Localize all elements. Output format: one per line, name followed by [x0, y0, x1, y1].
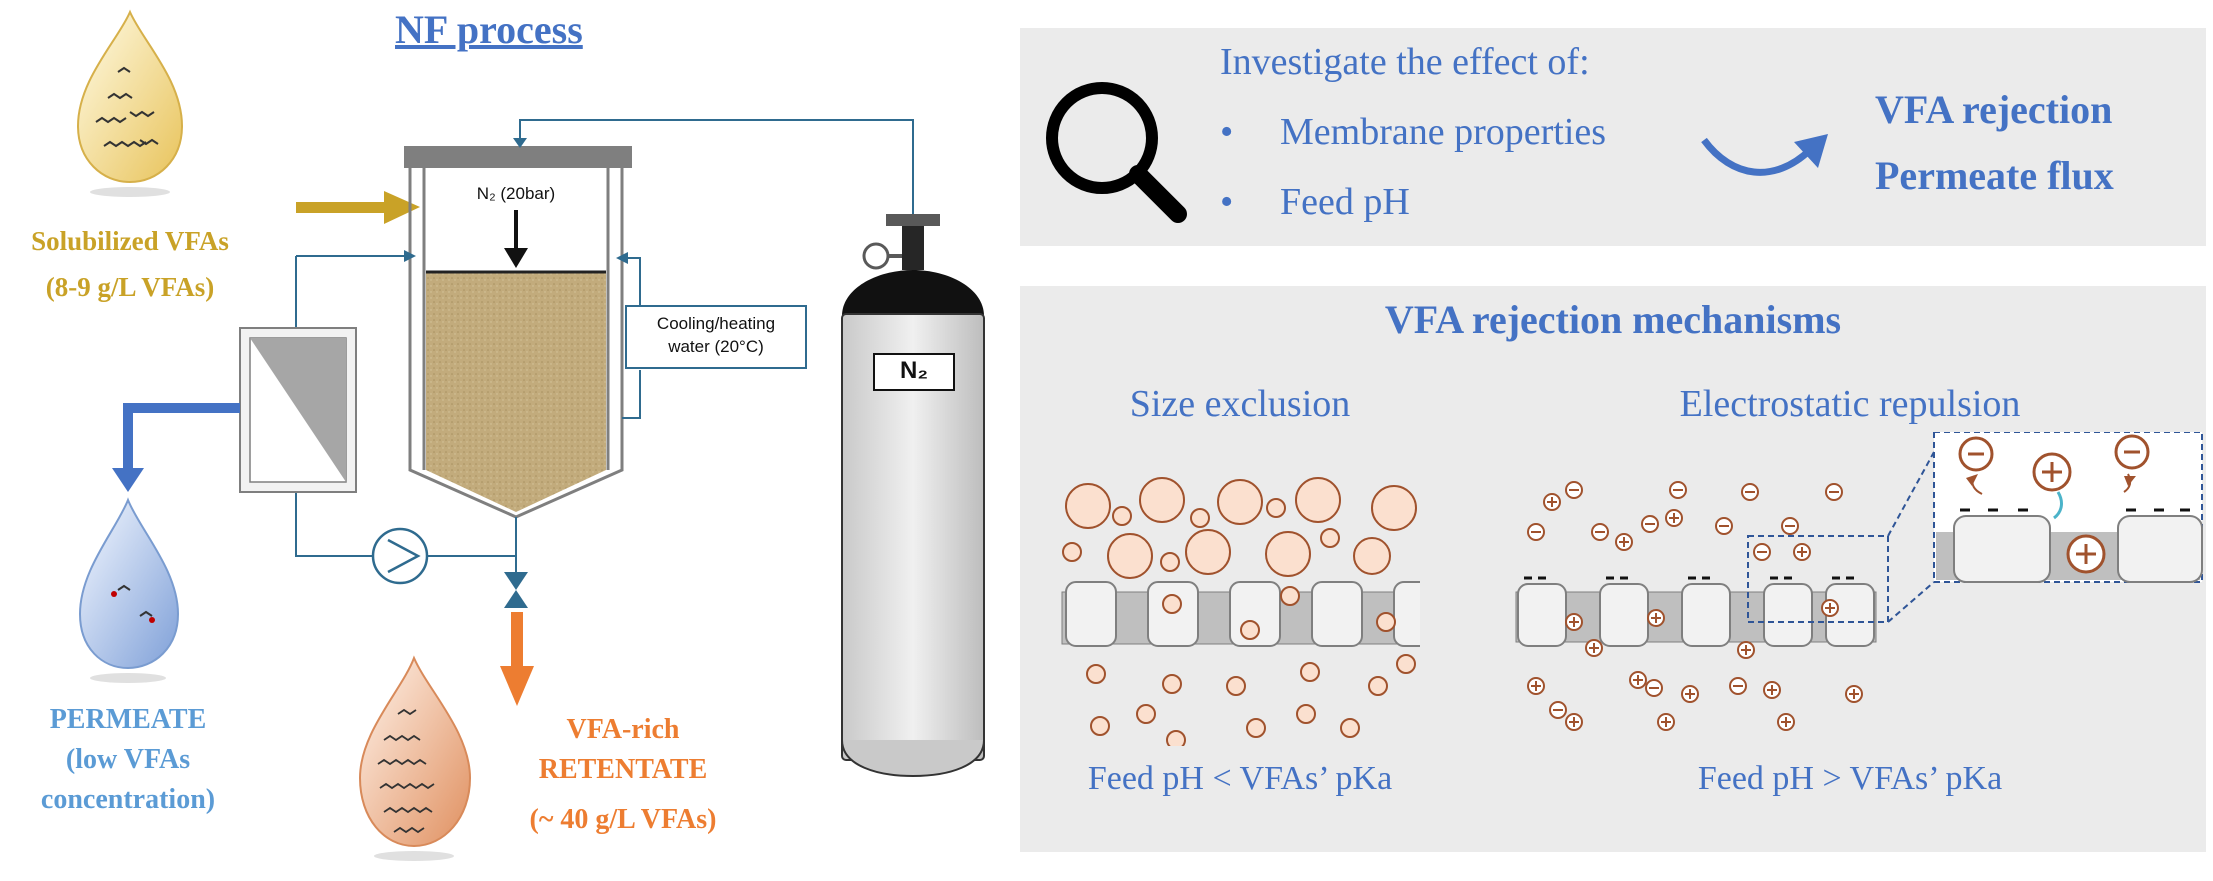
permeate-label-line2: (low VFAs	[65, 744, 191, 775]
cooling-label: Cooling/heating water (20°C)	[628, 312, 804, 358]
feed-label: Solubilized VFAs (8-9 g/L VFAs)	[0, 218, 260, 310]
retentate-label-line3: (~ 40 g/L VFAs)	[529, 804, 717, 835]
cooling-label-line1: Cooling/heating	[656, 314, 776, 333]
feed-label-line1: Solubilized VFAs	[31, 226, 229, 256]
permeate-label-line1: PERMEATE	[49, 704, 207, 735]
investigate-bullet-2: • Feed pH	[1220, 180, 1410, 224]
cooling-label-line2: water (20°C)	[668, 337, 764, 356]
mechanisms-panel: VFA rejection mechanisms Size exclusion …	[1020, 286, 2206, 852]
size-exclusion-title: Size exclusion	[1129, 383, 1351, 425]
n2-pressure-label: N₂ (20bar)	[476, 184, 556, 203]
electrostatic-caption: Feed pH > VFAs’ pKa	[1697, 760, 2003, 797]
bullet-text-membrane: Membrane properties	[1280, 111, 1607, 153]
magnifier-icon	[1046, 82, 1187, 223]
membrane-module	[239, 327, 357, 493]
investigate-heading: Investigate the effect of:	[1220, 41, 1590, 83]
process-title: NF process	[395, 7, 583, 52]
retentate-label-line2: RETENTATE	[538, 754, 708, 785]
nf-cell	[404, 146, 632, 519]
retentate-label-line1: VFA-rich	[566, 714, 680, 745]
outcome-rejection: VFA rejection	[1875, 87, 2113, 132]
bullet-dot: •	[1220, 181, 1234, 223]
retentate-arrow	[500, 612, 534, 706]
investigate-panel: Investigate the effect of: • Membrane pro…	[1020, 28, 2206, 246]
investigate-bullet-1: • Membrane properties	[1220, 110, 1606, 154]
retentate-valve-icon	[504, 556, 528, 608]
tank-label: N₂	[900, 357, 928, 384]
bullet-dot: •	[1220, 111, 1234, 153]
size-exclusion-diagram	[1061, 477, 1420, 746]
zoom-inset	[1933, 432, 2203, 583]
permeate-label: PERMEATE (low VFAs concentration)	[0, 700, 256, 820]
pump-icon	[371, 527, 429, 585]
outcome-flux: Permeate flux	[1875, 153, 2114, 198]
permeate-arrow	[112, 403, 240, 492]
electrostatic-diagram	[1515, 432, 2203, 731]
n2-cylinder-icon	[841, 214, 985, 778]
retentate-label: VFA-rich RETENTATE (~ 40 g/L VFAs)	[478, 710, 768, 840]
retentate-droplet-icon	[358, 655, 472, 861]
bullet-text-ph: Feed pH	[1280, 181, 1410, 223]
feed-label-line2: (8-9 g/L VFAs)	[45, 272, 215, 302]
electrostatic-title: Electrostatic repulsion	[1679, 383, 2021, 425]
feed-droplet-icon	[76, 9, 184, 197]
curved-arrow-icon	[1701, 134, 1828, 176]
permeate-droplet-icon	[78, 497, 180, 683]
permeate-label-line3: concentration)	[40, 784, 216, 815]
mechanisms-heading: VFA rejection mechanisms	[1384, 297, 1842, 342]
size-exclusion-caption: Feed pH < VFAs’ pKa	[1087, 760, 1393, 797]
feed-arrow	[296, 191, 420, 224]
process-schematic	[76, 9, 985, 861]
